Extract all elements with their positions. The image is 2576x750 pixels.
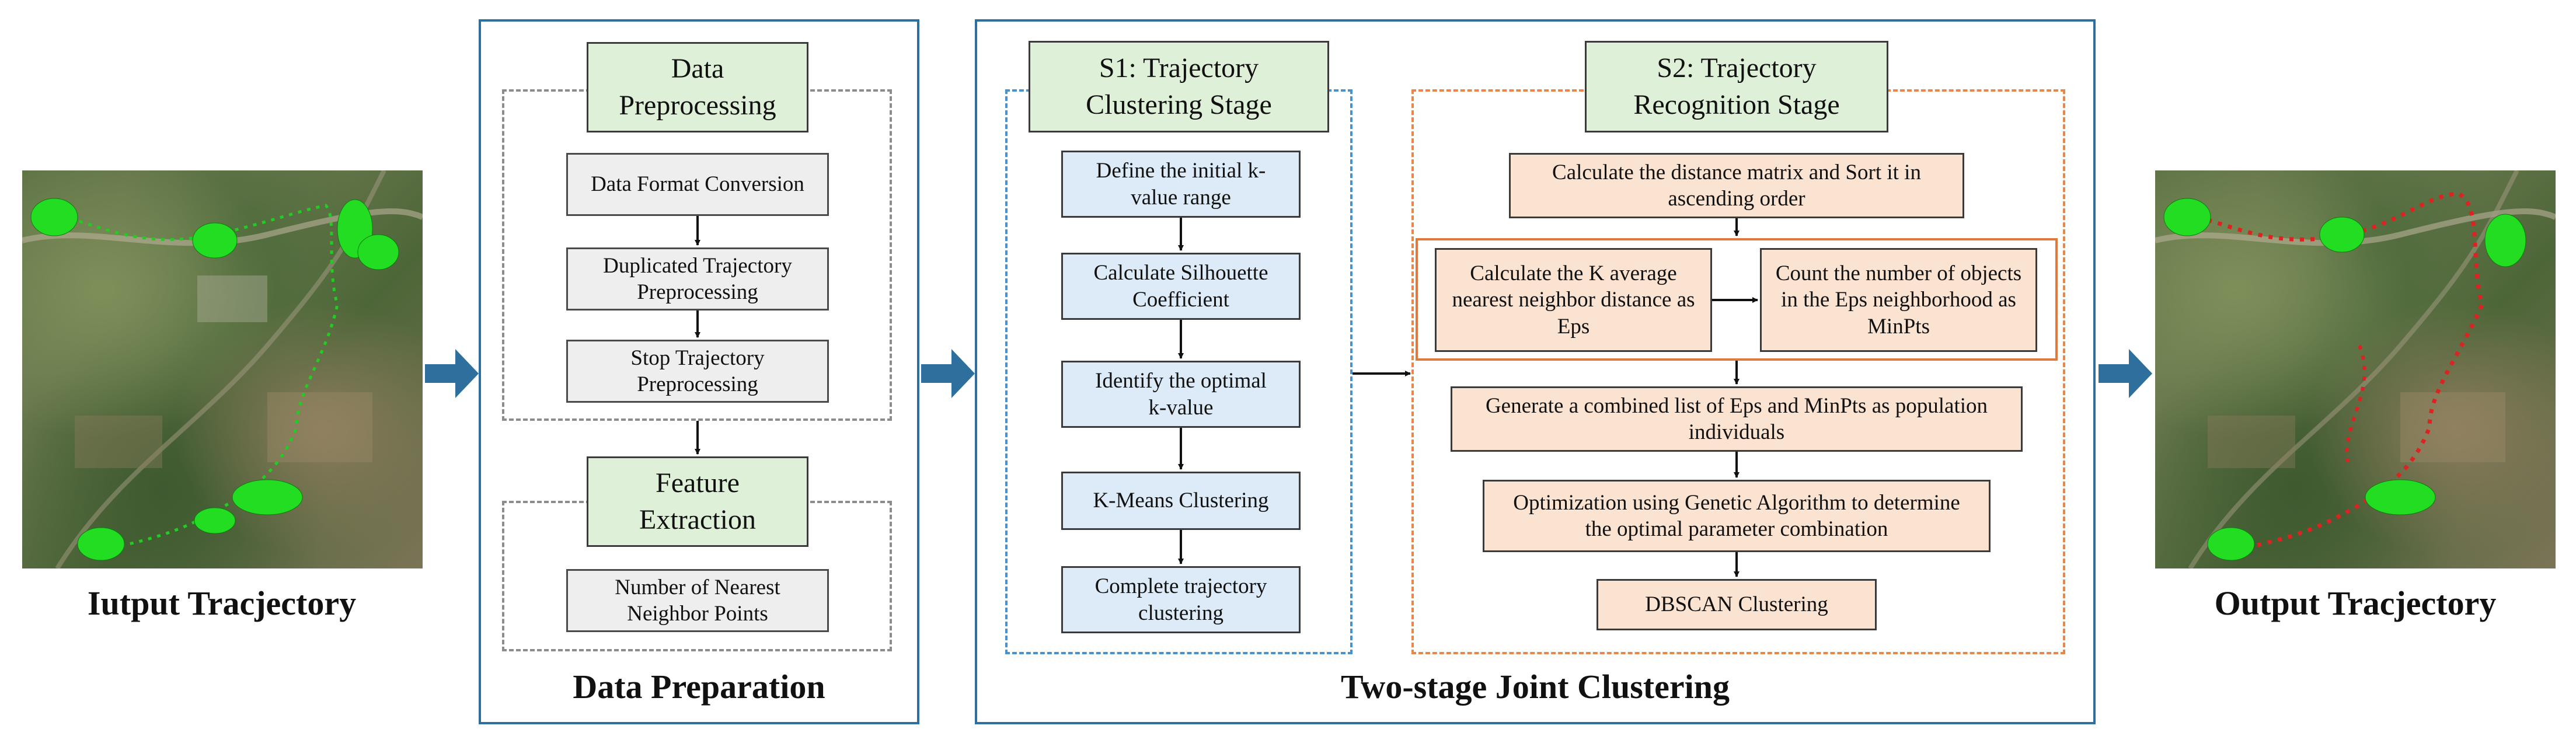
s2-step-eps: Calculate the K average nearest neighbor… xyxy=(1435,248,1712,352)
s1-step-optimal-k: Identify the optimal k-value xyxy=(1061,361,1301,428)
s2-step-genetic-algorithm: Optimization using Genetic Algorithm to … xyxy=(1483,480,1991,552)
output-trajectory-caption: Output Tracjectory xyxy=(2214,584,2497,622)
s1-step-kmeans: K-Means Clustering xyxy=(1061,472,1301,530)
s2-step-distance-matrix: Calculate the distance matrix and Sort i… xyxy=(1509,153,1964,218)
data-preparation-title: Data Preparation xyxy=(573,668,825,706)
input-trajectory-caption: Iutput Tracjectory xyxy=(87,584,357,622)
s2-step-dbscan: DBSCAN Clustering xyxy=(1597,579,1877,630)
output-trajectory-image xyxy=(2155,170,2556,568)
s1-step-initial-k-range: Define the initial k-value range xyxy=(1061,151,1301,218)
step-duplicated-trajectory: Duplicated Trajectory Preprocessing xyxy=(566,247,829,311)
block-arrows xyxy=(425,349,2152,398)
s2-step-combined-list: Generate a combined list of Eps and MinP… xyxy=(1451,386,2023,452)
s2-step-minpts: Count the number of objects in the Eps n… xyxy=(1760,248,2037,352)
s1-step-silhouette: Calculate Silhouette Coefficient xyxy=(1061,253,1301,320)
s1-header: S1: Trajectory Clustering Stage xyxy=(1029,41,1329,132)
data-preprocessing-header: Data Preprocessing xyxy=(587,42,808,132)
input-trajectory-image xyxy=(22,170,423,568)
s2-header: S2: Trajectory Recognition Stage xyxy=(1585,41,1888,132)
step-nearest-neighbor-points: Number of Nearest Neighbor Points xyxy=(566,569,829,632)
joint-clustering-title: Two-stage Joint Clustering xyxy=(1341,668,1730,706)
step-stop-trajectory: Stop Trajectory Preprocessing xyxy=(566,340,829,403)
block-arrow-input-to-prep xyxy=(425,349,479,398)
block-arrow-clustering-to-output xyxy=(2099,349,2152,398)
data-preparation-panel xyxy=(479,19,919,724)
joint-clustering-panel xyxy=(975,19,2096,724)
step-data-format-conversion: Data Format Conversion xyxy=(566,153,829,216)
block-arrow-prep-to-clustering xyxy=(921,349,975,398)
s2-eps-minpts-group xyxy=(1416,238,2058,361)
feature-extraction-header: Feature Extraction xyxy=(587,456,808,547)
s1-step-complete-clustering: Complete trajectory clustering xyxy=(1061,566,1301,633)
